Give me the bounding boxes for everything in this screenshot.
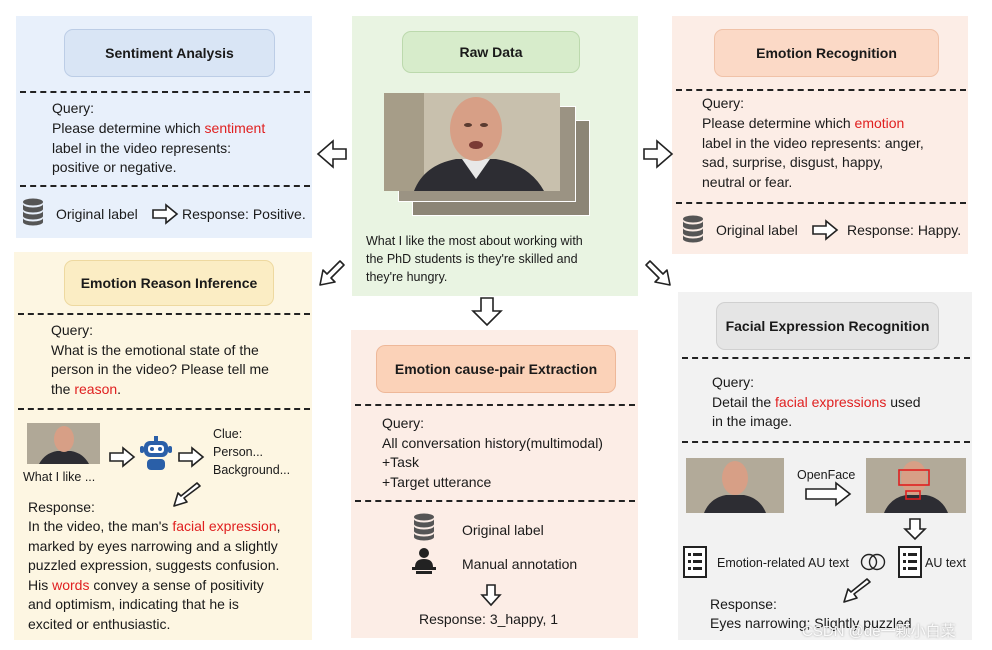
arrow-right-icon [178,446,205,468]
speaker-face-image [866,458,966,513]
response-line: puzzled expression, suggests confusion. [28,557,280,573]
arrow-down-icon [480,584,502,607]
arrow-down-left-icon [173,482,201,507]
divider [355,500,635,502]
response-line: and optimism, indicating that he is [28,596,239,612]
divider [682,357,970,359]
watermark: CSDN @de一颗小白菜 [802,623,956,640]
divider [20,185,310,187]
robot-icon [140,436,172,470]
transcript-line: the PhD students is they're skilled and [366,252,578,266]
query-line: Please determine which emotion [702,115,905,131]
intersection-icon [860,553,886,571]
video-thumbnail [27,423,100,464]
divider [18,313,310,315]
original-label: Original label [56,206,138,222]
clue-item: Background... [213,463,291,477]
query-line: person in the video? Please tell me [51,361,269,377]
thumbnail-caption: What I like ... [23,470,96,484]
raw-data-title: Raw Data [402,31,580,73]
query-line: the reason. [51,381,122,397]
query-line: in the image. [712,413,793,429]
arrow-down-icon [903,518,927,541]
response-text: Response: Positive. [182,206,306,222]
sentiment-title: Sentiment Analysis [64,29,275,77]
query-line: What is the emotional state of the [51,342,259,358]
annotator-icon [412,548,436,574]
database-icon [23,198,43,226]
arrow-down-icon [471,297,503,327]
arrow-right-icon [152,203,179,225]
query-label: Query: [702,95,745,111]
detected-face-image [866,458,966,513]
query-line: +Target utterance [382,474,492,490]
transcript-line: What I like the most about working with [366,234,583,248]
cause-title: Emotion cause-pair Extraction [376,345,616,393]
response-label: Response: [28,499,95,515]
query-line: +Task [382,454,419,470]
query-line: label in the video represents: [52,140,231,156]
document-list-icon [898,546,922,578]
speaker-face-image [27,423,100,464]
query-line: sad, surprise, disgust, happy, [702,154,884,170]
query-line: Detail the facial expressions used [712,394,921,410]
query-line: All conversation history(multimodal) [382,435,603,451]
clue-item: Person... [213,445,264,459]
query-line: Please determine which sentiment [52,120,266,136]
database-icon [683,215,703,243]
response-text: Response: 3_happy, 1 [419,611,559,627]
au-text-label: AU text [925,556,966,570]
divider [682,441,970,443]
query-label: Query: [382,415,425,431]
arrow-left-icon [316,139,347,169]
divider [18,408,310,410]
query-line: positive or negative. [52,159,177,175]
arrow-down-right-icon [645,260,671,286]
input-face-image [686,458,784,513]
arrow-right-icon [643,139,674,169]
document-list-icon [683,546,707,578]
arrow-right-icon [109,446,136,468]
speaker-face-image [686,458,784,513]
original-label: Original label [462,522,544,538]
response-line: marked by eyes narrowing and a slightly [28,538,278,554]
query-line: label in the video represents: anger, [702,135,924,151]
response-text: Eyes narrowing; Slightly puzzled [710,615,912,631]
fer-title: Facial Expression Recognition [716,302,939,350]
arrow-down-left-icon [843,578,871,603]
video-frame [384,93,560,191]
response-label: Response: [710,596,777,612]
divider [676,89,966,91]
response-line: excited or enthusiastic. [28,616,171,632]
query-line: neutral or fear. [702,174,793,190]
arrow-down-left-icon [319,260,345,286]
transcript-line: they're hungry. [366,270,448,284]
response-line: In the video, the man's facial expressio… [28,518,281,534]
query-label: Query: [51,322,94,338]
divider [20,91,310,93]
clue-label: Clue: [213,427,243,441]
arrow-right-icon [812,219,839,241]
au-related-label: Emotion-related AU text [717,556,850,570]
emotion-title: Emotion Recognition [714,29,939,77]
response-line: His words convey a sense of positivity [28,577,264,593]
original-label: Original label [716,222,798,238]
query-label: Query: [52,100,95,116]
arrow-right-icon [805,481,852,507]
reason-title: Emotion Reason Inference [64,260,274,306]
divider [676,202,966,204]
response-text: Response: Happy. [847,222,962,238]
database-icon [414,513,434,541]
divider [355,404,635,406]
speaker-face-image [384,93,560,191]
openface-label: OpenFace [797,468,856,482]
manual-annotation-label: Manual annotation [462,556,578,572]
query-label: Query: [712,374,755,390]
